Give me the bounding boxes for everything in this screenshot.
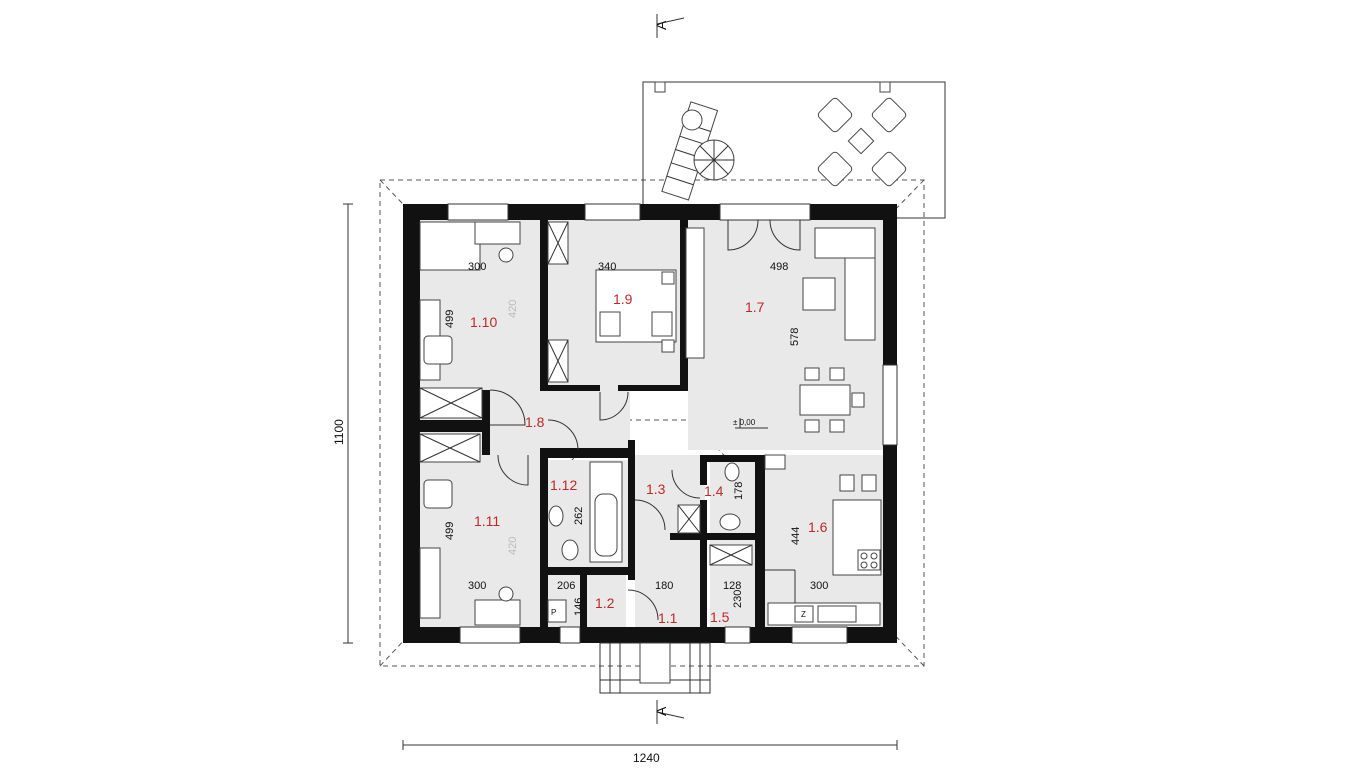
interior-walls — [420, 220, 770, 627]
overall-dimension-lines: 1100 1240 — [332, 203, 898, 765]
room-label-1-5: 1.5 — [710, 609, 730, 625]
dim-r111-depth: 499 — [444, 522, 456, 540]
terrace-table-set — [817, 97, 907, 187]
dim-r110-diag: 420 — [507, 300, 519, 318]
dim-r16-width: 300 — [810, 580, 828, 592]
dim-r110-width: 300 — [468, 261, 486, 273]
dim-r19-width: 340 — [598, 261, 616, 273]
fixture-markers: P Z — [551, 608, 806, 619]
room-label-1-7: 1.7 — [745, 299, 765, 315]
room-1-11-furniture — [419, 433, 521, 626]
room-label-1-1: 1.1 — [658, 610, 678, 626]
room-1-10-furniture — [419, 221, 521, 419]
entrance-steps — [599, 642, 711, 694]
doors — [489, 219, 801, 621]
section-mark-top: A — [653, 14, 685, 38]
room-labels: 1.1 1.2 1.3 1.4 1.5 1.6 1.7 1.8 1.9 1.10… — [470, 291, 828, 626]
dim-r112-depth: 262 — [573, 507, 585, 525]
section-label-bottom: A — [653, 706, 669, 716]
windows — [447, 203, 898, 644]
room-dimensions: 300 499 420 340 498 578 499 300 420 262 … — [444, 261, 828, 616]
dim-r110-depth: 499 — [444, 310, 456, 328]
dim-r17-width: 498 — [770, 261, 788, 273]
room-label-1-6: 1.6 — [808, 519, 828, 535]
level-label: ± 0,00 — [733, 418, 756, 427]
room-label-1-3: 1.3 — [646, 481, 666, 497]
section-label-top: A — [653, 20, 669, 30]
dim-r17-depth: 578 — [789, 328, 801, 346]
room-label-1-9: 1.9 — [613, 291, 633, 307]
dim-r12-width: 206 — [557, 580, 575, 592]
dim-r15-depth: 230 — [732, 590, 744, 608]
room-label-1-12: 1.12 — [550, 477, 577, 493]
dim-overall-width: 1240 — [633, 751, 660, 765]
dim-r15-width: 128 — [723, 580, 741, 592]
dim-r111-diag: 420 — [507, 537, 519, 555]
kitchen-furniture — [764, 454, 882, 626]
room-1-9-furniture — [547, 221, 705, 383]
pantry-marker: P — [551, 608, 556, 617]
level-mark: ± 0,00 — [733, 418, 768, 429]
room-1-7-furniture — [799, 227, 876, 433]
room-label-1-4: 1.4 — [704, 483, 724, 499]
parasol-icon — [693, 139, 735, 181]
room-label-1-10: 1.10 — [470, 314, 497, 330]
room-label-1-2: 1.2 — [595, 595, 615, 611]
section-mark-bottom: A — [653, 700, 685, 724]
boiler-marker: Z — [801, 610, 806, 619]
bathroom-fixtures — [547, 461, 753, 623]
dim-r12-depth: 146 — [573, 598, 585, 616]
dim-r14-depth: 178 — [733, 482, 745, 500]
dim-r16-depth: 444 — [790, 527, 802, 545]
dim-overall-height: 1100 — [332, 419, 346, 445]
dim-r11-width: 180 — [655, 580, 673, 592]
exterior-walls — [403, 204, 897, 643]
dim-r111-width: 300 — [468, 580, 486, 592]
room-label-1-8: 1.8 — [525, 414, 545, 430]
room-label-1-11: 1.11 — [474, 513, 500, 529]
